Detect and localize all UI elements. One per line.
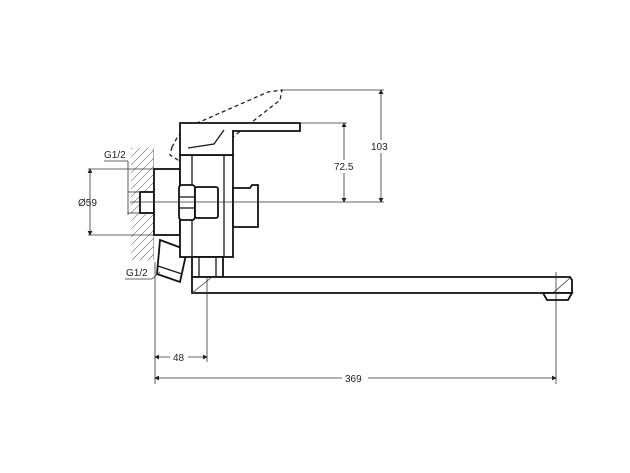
diverter-handle — [232, 184, 259, 228]
lever-handle — [179, 122, 301, 156]
spout-offset-label: 48 — [173, 353, 185, 364]
hex-nut — [178, 184, 196, 221]
faucet-body — [139, 122, 574, 301]
height-lever-label: 72.5 — [334, 162, 354, 173]
aerator — [541, 292, 574, 301]
diameter-label: Ø59 — [78, 198, 97, 209]
bottom-nut — [191, 256, 224, 278]
spout-length-label: 369 — [345, 374, 362, 385]
connector — [194, 186, 219, 219]
dimension-lines — [87, 89, 557, 384]
thread-bottom-label: G1/2 — [126, 268, 148, 279]
thread-top-label: G1/2 — [104, 150, 126, 161]
spout — [191, 276, 573, 294]
height-max-label: 103 — [371, 142, 388, 153]
